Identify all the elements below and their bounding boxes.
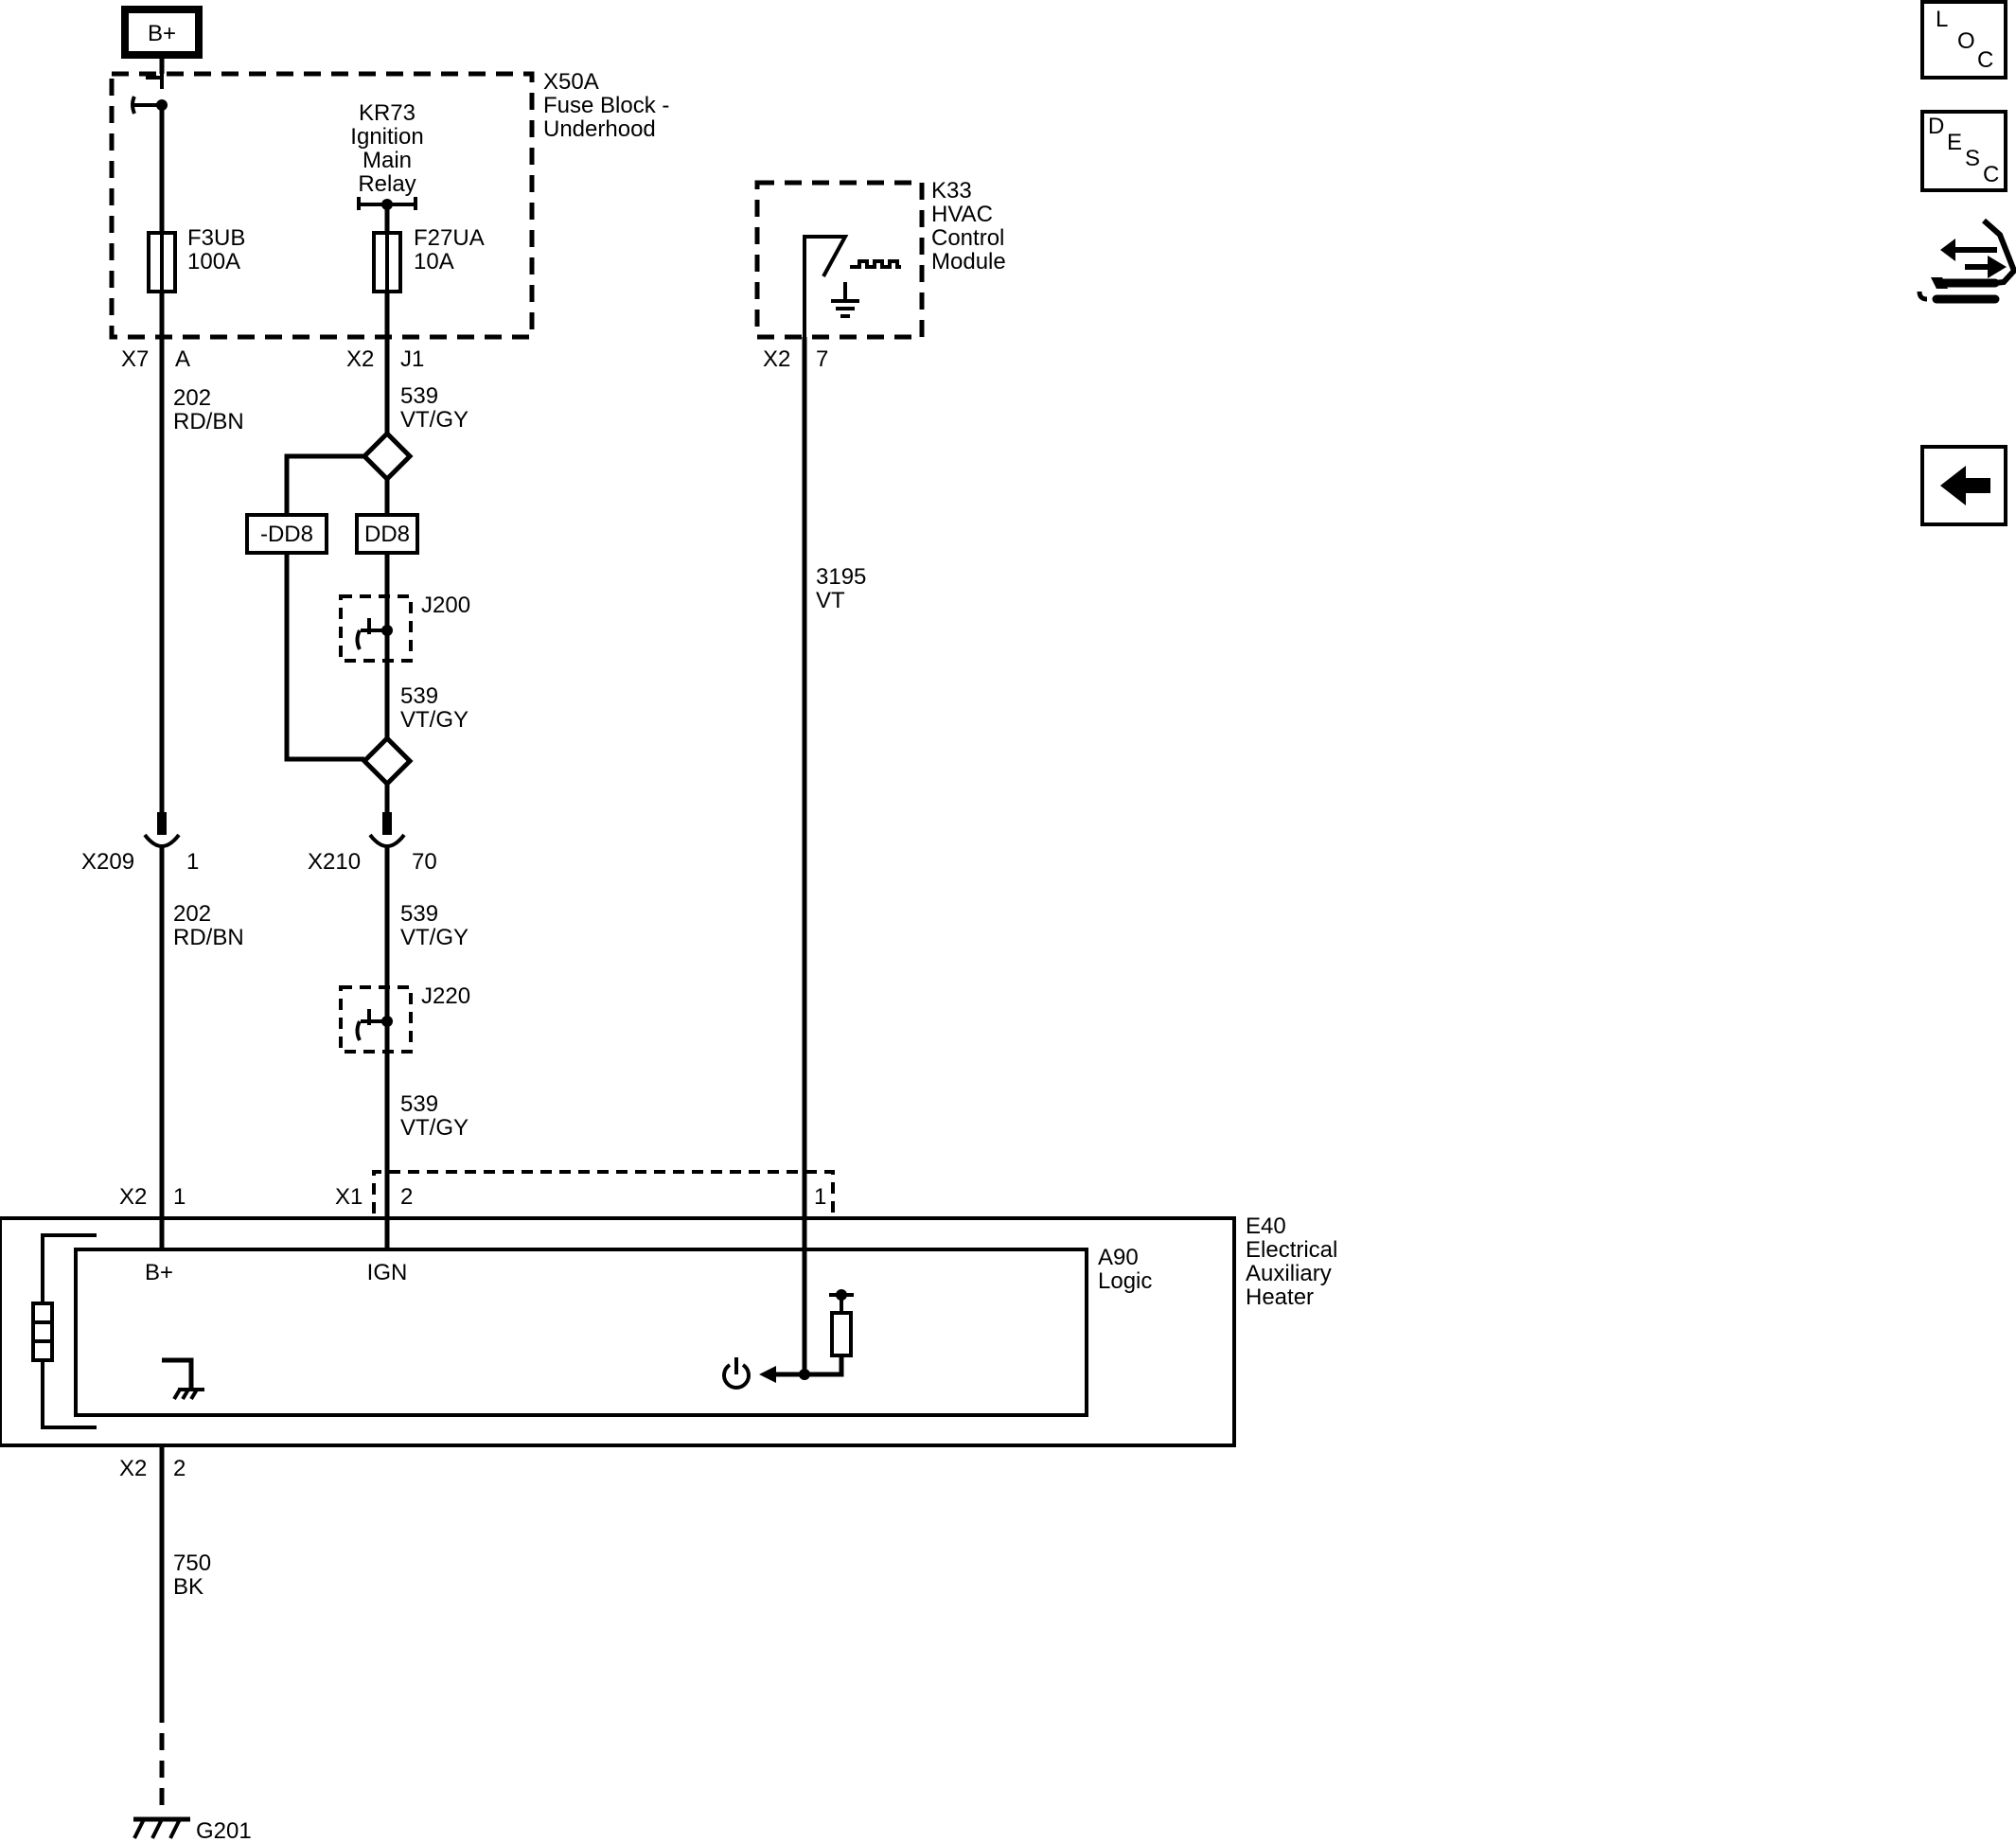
splice-j200-outline: [339, 594, 413, 663]
fuse-block-id: X50A: [543, 69, 599, 95]
loc-letter-o: O: [1957, 28, 1975, 54]
description-button[interactable]: D E S C: [1920, 110, 2007, 192]
inline-connector-x210: [368, 812, 406, 848]
wire-750-color: BK: [173, 1574, 203, 1600]
logic-id: A90: [1098, 1245, 1139, 1270]
internal-ground-symbol: [162, 1357, 204, 1401]
splice-j200-label: J200: [421, 593, 470, 618]
conn-x7-pin: A: [175, 346, 190, 372]
fuse-block-outline: [109, 71, 535, 340]
conn-x1-heater-name: X1: [335, 1184, 363, 1210]
hvac-module-id: K33: [931, 178, 972, 204]
conn-x7-name: X7: [121, 346, 149, 372]
relay-id: KR73: [359, 100, 416, 126]
inline-connector-x209: [143, 812, 181, 848]
wire-539-c-color: VT/GY: [400, 925, 469, 950]
conn-x2-hvac-name: X2: [763, 346, 790, 372]
heater-e40-outline: [0, 1216, 1236, 1447]
wire-202-b-color: RD/BN: [173, 925, 244, 950]
heater-id: E40: [1246, 1213, 1286, 1239]
location-button[interactable]: L O C: [1920, 0, 2007, 80]
wire-202-a-circuit: 202: [173, 385, 211, 411]
desc-letter-d: D: [1928, 114, 1944, 139]
heater-line2: Auxiliary: [1246, 1261, 1332, 1286]
logic-line1: Logic: [1098, 1268, 1152, 1294]
wire-539-d-color: VT/GY: [400, 1115, 469, 1141]
fuse-block-line1: Fuse Block -: [543, 93, 669, 118]
wire-3195-color: VT: [816, 588, 845, 613]
left-arrow-icon: [1940, 466, 1990, 505]
conn-x1-pin1: 1: [814, 1184, 826, 1210]
ground-id: G201: [196, 1818, 252, 1842]
back-button[interactable]: [1920, 445, 2007, 526]
heating-element: [31, 1233, 97, 1429]
wire-539-b-circuit: 539: [400, 683, 438, 709]
wire-750-circuit: 750: [173, 1550, 211, 1576]
conn-x1-heater-pin: 2: [400, 1184, 413, 1210]
logic-pin-bplus: B+: [145, 1260, 173, 1285]
splice-j220-outline: [339, 985, 413, 1054]
wire-539-a-circuit: 539: [400, 383, 438, 409]
option-merge-bottom: [361, 735, 414, 788]
option-dd8-box: DD8: [355, 513, 419, 555]
option-neg-dd8-box: -DD8: [245, 513, 328, 555]
conn-x2-ground-name: X2: [119, 1456, 147, 1481]
power-label: B+: [148, 21, 176, 46]
wire-202-b-circuit: 202: [173, 901, 211, 927]
fuse-f3ub-id: F3UB: [187, 225, 245, 251]
logic-a90-outline: [74, 1248, 1088, 1417]
conn-x2-fuse-name: X2: [346, 346, 374, 372]
hvac-module-outline: [754, 180, 925, 340]
conn-x2-heater-pin: 1: [173, 1184, 186, 1210]
desc-letter-s: S: [1965, 146, 1980, 171]
conn-x209-name: X209: [81, 849, 134, 875]
wire-539-c-circuit: 539: [400, 901, 438, 927]
logic-pin-ign: IGN: [367, 1260, 408, 1285]
wire-202-a-color: RD/BN: [173, 409, 244, 434]
wire-3195-circuit: 3195: [816, 564, 866, 590]
relay-line3: Relay: [358, 171, 416, 197]
wire-539-d-circuit: 539: [400, 1091, 438, 1117]
splice-j220-label: J220: [421, 983, 470, 1009]
heater-line1: Electrical: [1246, 1237, 1337, 1263]
relay-line2: Main: [363, 148, 412, 173]
label-options-neg: -DD8: [260, 522, 313, 547]
conn-x209-pin: 1: [186, 849, 199, 875]
conn-x210-name: X210: [308, 849, 361, 875]
fuse-block-line2: Underhood: [543, 116, 656, 142]
battery-power-source: B+: [121, 6, 203, 59]
hvac-module-line1: HVAC: [931, 202, 993, 227]
conn-x2-hvac-pin: 7: [816, 346, 828, 372]
conn-x2-fuse-pin: J1: [400, 346, 424, 372]
fuse-f3ub: [147, 231, 177, 293]
wire-539-a-color: VT/GY: [400, 407, 469, 433]
loc-letter-l: L: [1936, 7, 1948, 32]
conn-x2-heater-name: X2: [119, 1184, 147, 1210]
heater-connector-x1-outline: [372, 1170, 835, 1213]
loc-letter-c: C: [1977, 47, 1993, 73]
conn-x2-ground-pin: 2: [173, 1456, 186, 1481]
wire-539-b-color: VT/GY: [400, 707, 469, 733]
conn-x210-pin: 70: [412, 849, 437, 875]
label-options-pos: DD8: [364, 522, 410, 547]
power-icon: [722, 1357, 751, 1390]
hvac-module-line3: Module: [931, 249, 1006, 275]
fuse-f27ua-rating: 10A: [414, 249, 454, 275]
fuse-f27ua: [372, 231, 402, 293]
heater-line3: Heater: [1246, 1284, 1314, 1310]
hvac-module-line2: Control: [931, 225, 1004, 251]
fuse-f3ub-rating: 100A: [187, 249, 240, 275]
fuse-f27ua-id: F27UA: [414, 225, 485, 251]
desc-letter-e: E: [1947, 130, 1962, 155]
ground-g201-symbol: [133, 1816, 190, 1839]
wakeup-input-circuit: [759, 1289, 854, 1383]
option-split-top: [361, 430, 414, 483]
desc-letter-c: C: [1983, 162, 1999, 187]
relay-line1: Ignition: [350, 124, 423, 150]
diagnostic-tool-icon[interactable]: [1917, 218, 2016, 304]
hvac-switch-symbol: [803, 235, 901, 337]
